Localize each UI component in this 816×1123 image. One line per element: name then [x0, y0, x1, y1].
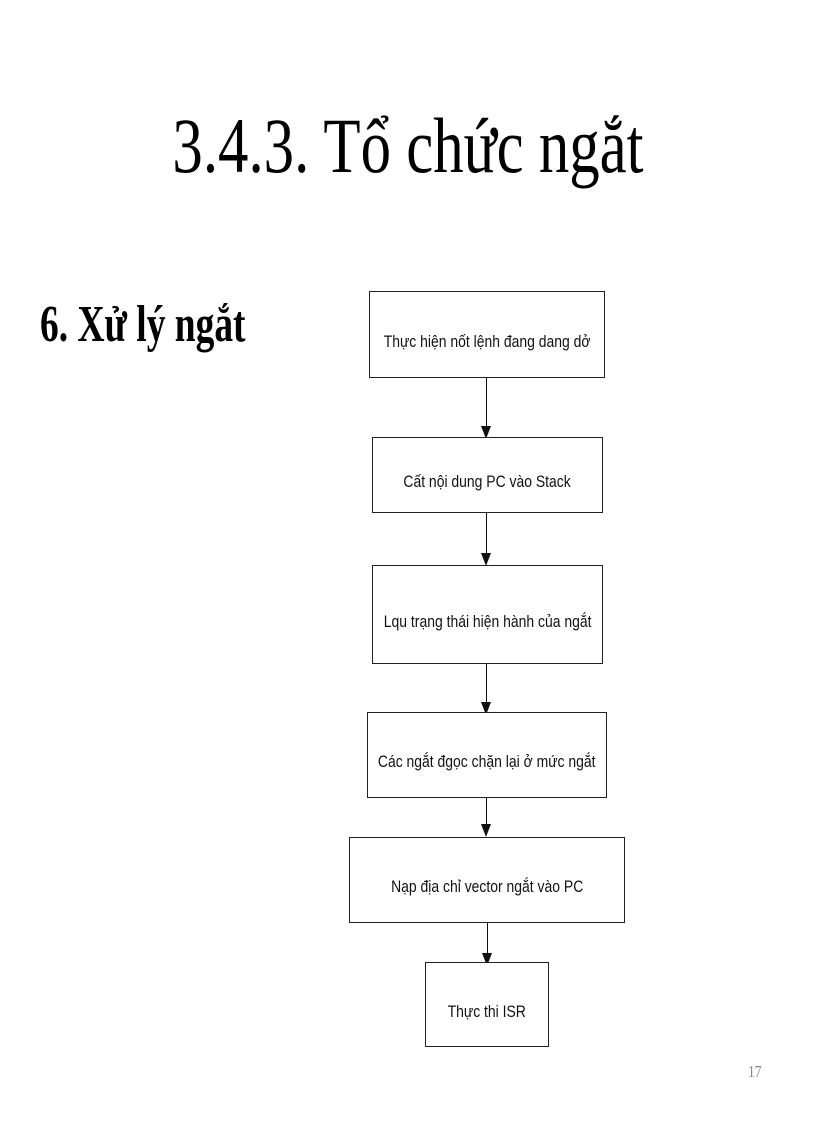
- flow-step-label: Cất nội dung PC vào Stack: [403, 472, 572, 491]
- flow-step-label: Các ngắt đgọc chặn lại ở mức ngắt: [378, 752, 596, 771]
- page-number: 17: [748, 1062, 762, 1081]
- slide-title: 3.4.3. Tổ chức ngắt: [172, 102, 644, 189]
- flow-step-save-pc: Cất nội dung PC vào Stack: [372, 437, 603, 513]
- flow-step-label: Lqu trạng thái hiện hành của ngắt: [383, 611, 592, 631]
- flow-step-block-interrupts: Các ngắt đgọc chặn lại ở mức ngắt: [367, 712, 607, 798]
- flow-step-label: Thực thi ISR: [447, 1001, 527, 1021]
- flow-step-save-state: Lqu trạng thái hiện hành của ngắt: [372, 565, 603, 664]
- flow-step-label: Nạp địa chỉ vector ngắt vào PC: [390, 877, 584, 896]
- section-heading: 6. Xử lý ngắt: [40, 296, 246, 353]
- flow-step-finish-instruction: Thực hiện nốt lệnh đang dang dở: [369, 291, 605, 378]
- flow-step-label: Thực hiện nốt lệnh đang dang dở: [383, 331, 591, 351]
- flow-step-load-vector: Nạp địa chỉ vector ngắt vào PC: [349, 837, 625, 923]
- flow-step-execute-isr: Thực thi ISR: [425, 962, 549, 1047]
